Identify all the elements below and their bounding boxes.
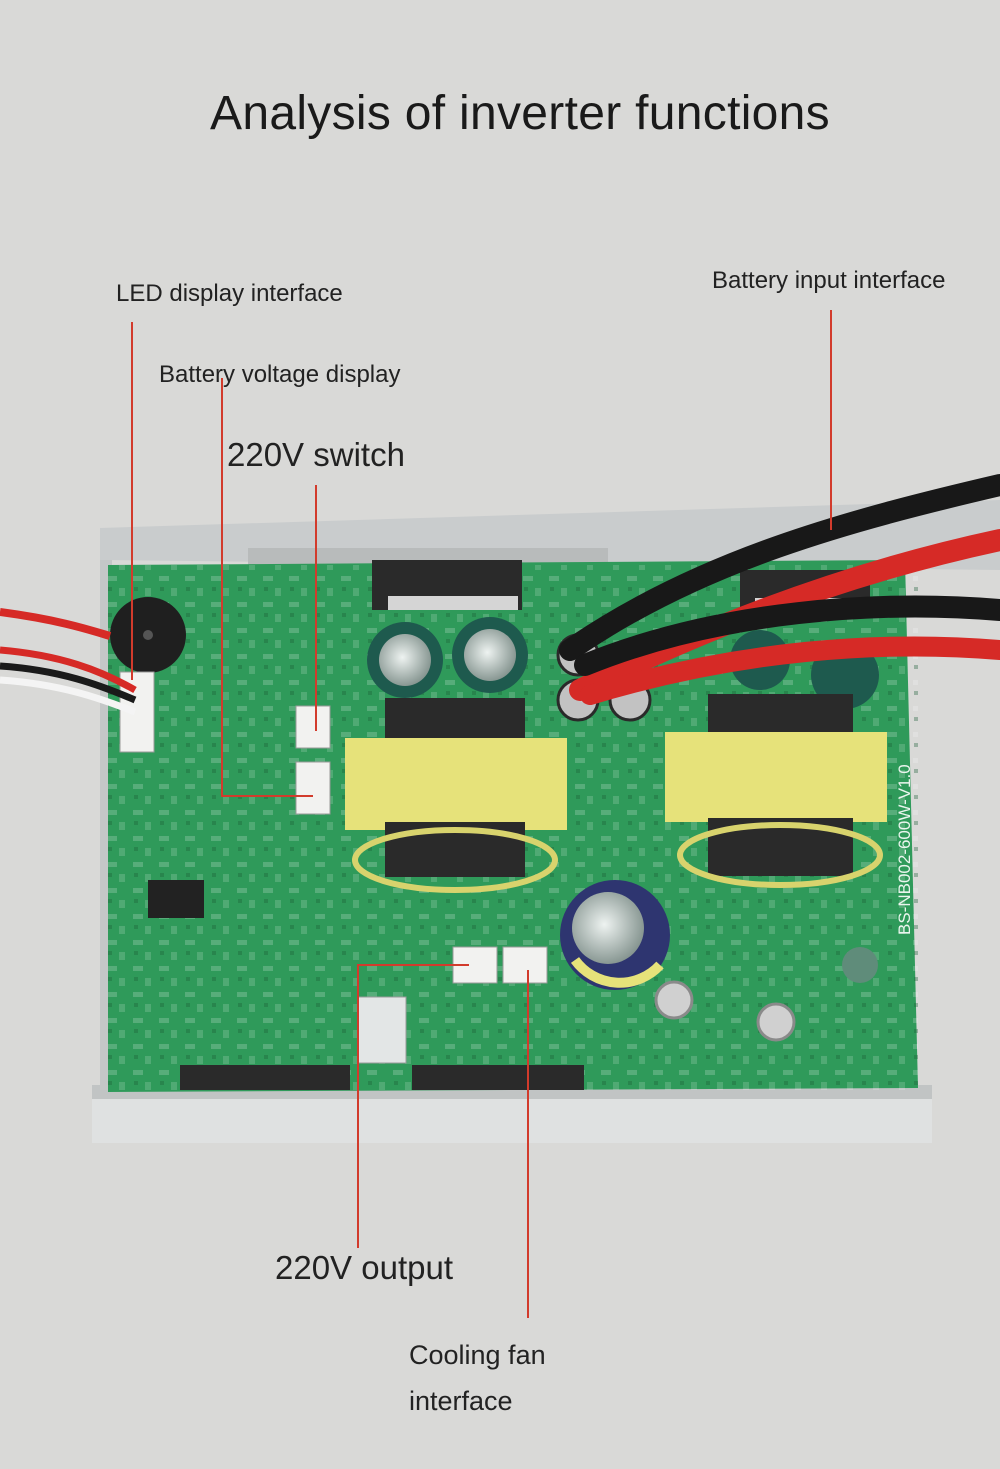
label-cooling-fan-line1: Cooling fan <box>409 1340 546 1370</box>
pointer-line-switch <box>315 485 317 731</box>
label-cooling-fan-line2: interface <box>409 1386 513 1416</box>
page-title: Analysis of inverter functions <box>210 87 830 140</box>
pointer-line-led <box>131 322 133 680</box>
pointer-line-output <box>357 965 359 1248</box>
label-led-display-interface: LED display interface <box>116 280 343 307</box>
pointer-line-battery-voltage-h <box>221 795 313 797</box>
label-220v-switch: 220V switch <box>227 436 405 473</box>
pointer-line-battery-input <box>830 310 832 530</box>
label-battery-input-interface: Battery input interface <box>712 267 946 294</box>
board-model-print: BS-NB002-600W-V1.0 <box>895 764 914 935</box>
label-220v-output: 220V output <box>275 1249 453 1286</box>
label-battery-voltage-display: Battery voltage display <box>159 361 401 388</box>
pointer-line-battery-voltage <box>221 378 223 796</box>
pointer-line-output-h <box>357 964 469 966</box>
pointer-line-fan <box>527 970 529 1318</box>
